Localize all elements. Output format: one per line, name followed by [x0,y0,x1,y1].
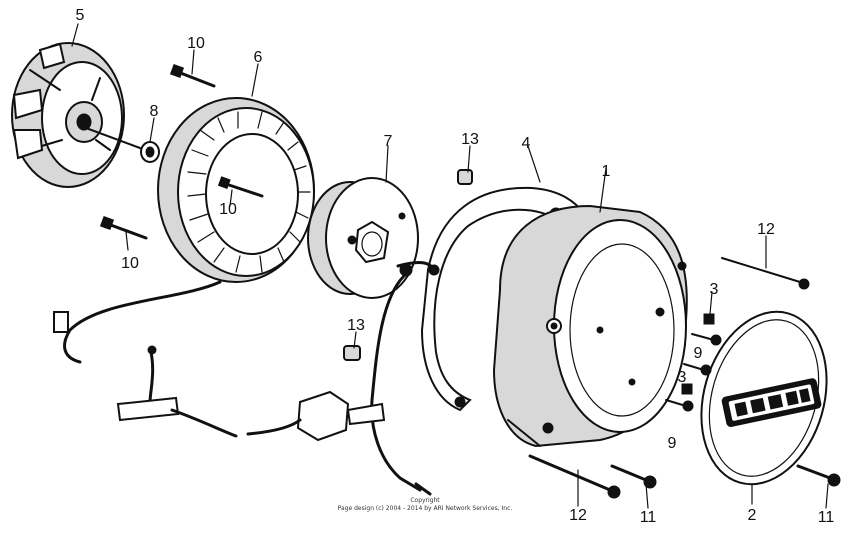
emblem-logo [721,378,822,428]
part-13-dowel-pin-bottom [343,345,361,361]
part-12-long-bolt-top [721,257,810,290]
callout-10-top: 10 [187,35,205,52]
part-6-stator [157,97,315,283]
callout-13-top: 13 [461,131,479,148]
callout-4: 4 [522,135,531,152]
callout-3-bottom: 3 [678,369,687,386]
part-7-pulse-generator [307,177,419,299]
callout-9-bottom: 9 [668,435,677,452]
callout-9-top: 9 [694,345,703,362]
callout-5: 5 [76,7,85,24]
part-13-dowel-pin-top [457,169,473,185]
part-9-bolt-top [691,333,722,346]
wiring-harness [53,261,436,496]
part-10-bolt-middle [217,176,264,198]
callout-1: 1 [602,163,611,180]
part-5-flywheel [11,42,125,188]
callout-8: 8 [150,103,159,120]
callout-12-bottom: 12 [569,507,587,524]
callout-10-bottom: 10 [121,255,139,272]
part-10-bolt-top [169,63,216,88]
part-9-bolt-middle [683,363,712,376]
part-3-washer-top [703,313,715,325]
part-11-bolt-right [796,464,841,487]
part-11-bolt-left [610,464,657,489]
part-1-alternator-cover [492,204,688,448]
callout-13-bottom: 13 [347,317,365,334]
callout-6: 6 [254,49,263,66]
copyright-notice: Copyright Page design (c) 2004 - 2014 by… [338,497,513,512]
part-9-bolt-bottom [665,399,694,412]
leader-lines [71,23,829,509]
callout-7: 7 [384,133,393,150]
copyright-line-2: Page design (c) 2004 - 2014 by ARI Netwo… [338,505,513,512]
callout-2: 2 [748,507,757,524]
part-3-washer-bottom [681,383,693,395]
callout-3-top: 3 [710,281,719,298]
callout-12-top: 12 [757,221,775,238]
callout-10-middle: 10 [219,201,237,218]
callout-11-right: 11 [818,509,835,526]
callout-11-left: 11 [640,509,657,526]
part-10-bolt-bottom [99,215,148,240]
part-2-side-cover [700,310,828,486]
copyright-line-1: Copyright [410,497,440,504]
callout-labels: 1 2 3 3 4 5 6 7 8 9 9 10 10 10 11 11 12 … [76,7,835,526]
part-12-long-bolt-bottom [528,454,621,499]
